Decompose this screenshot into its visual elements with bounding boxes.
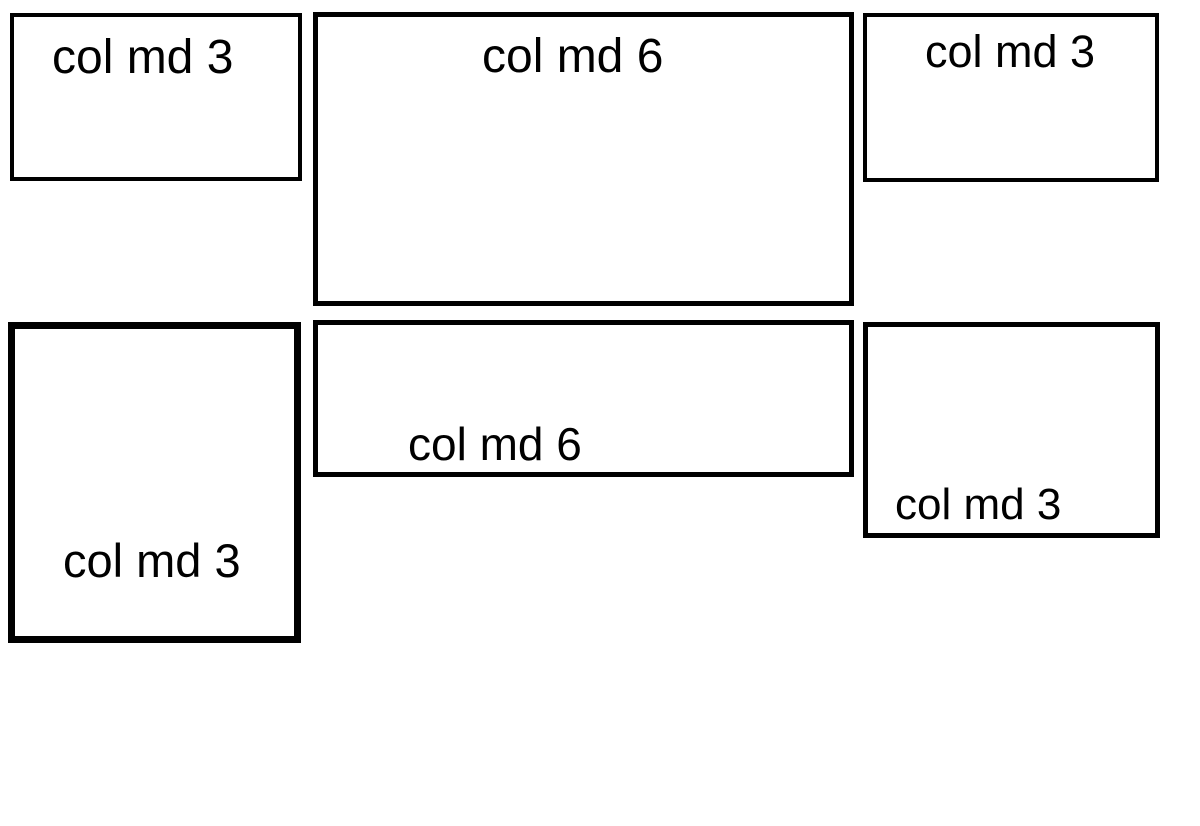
box-label: col md 3: [63, 534, 241, 587]
grid-box-row1-right: col md 3: [863, 13, 1159, 182]
grid-box-row2-middle: col md 6: [313, 320, 854, 477]
box-label: col md 6: [408, 418, 582, 470]
box-label: col md 6: [482, 30, 664, 83]
grid-box-row1-middle: col md 6: [313, 12, 854, 306]
box-label: col md 3: [895, 480, 1062, 529]
box-label: col md 3: [52, 31, 234, 84]
grid-box-row1-left: col md 3: [10, 13, 302, 181]
grid-box-row2-right: col md 3: [863, 322, 1160, 538]
grid-box-row2-left: col md 3: [8, 322, 301, 643]
box-label: col md 3: [925, 26, 1096, 77]
